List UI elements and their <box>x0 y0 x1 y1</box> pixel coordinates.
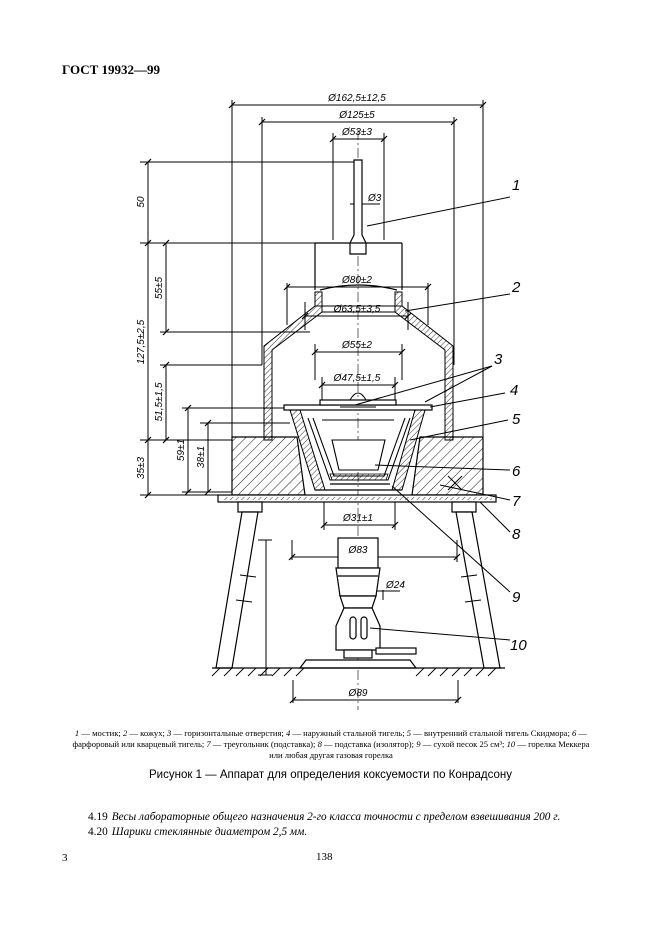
dim-d2: Ø125±5 <box>338 110 375 121</box>
leader-4: 4 <box>510 382 518 399</box>
dim-v3: 127,5±2,5 <box>136 319 147 364</box>
leader-1: 1 <box>512 177 520 194</box>
leader-7: 7 <box>512 493 521 510</box>
dim-v4: 51,5±1,5 <box>154 382 165 421</box>
dim-d7: Ø55±2 <box>341 340 372 351</box>
leader-9: 9 <box>512 589 521 606</box>
leader-2: 2 <box>511 279 521 296</box>
item-number: 4.20 <box>88 826 108 838</box>
dim-v6: 38±1 <box>196 446 207 468</box>
conradson-apparatus-figure: Ø162,5±12,5 Ø125±5 Ø53±3 Ø3 Ø80±2 Ø63,5±… <box>136 93 527 710</box>
leader-5: 5 <box>512 411 521 428</box>
page-number-left: 3 <box>62 852 68 864</box>
leader-8: 8 <box>512 526 521 543</box>
dim-d10: Ø83 <box>348 545 368 556</box>
dim-d6: Ø63,5±3,5 <box>333 304 381 315</box>
leader-3: 3 <box>494 351 503 368</box>
item-number: 4.19 <box>88 811 108 823</box>
figure-legend: 1 — мостик; 2 — кожух; 3 — горизонтальны… <box>72 728 590 760</box>
page-number-center: 138 <box>316 851 333 863</box>
dim-d3: Ø53±3 <box>341 127 372 138</box>
dim-d12: Ø89 <box>348 688 368 699</box>
dim-d4: Ø3 <box>367 193 382 204</box>
dim-d5: Ø80±2 <box>341 275 372 286</box>
document-header: ГОСТ 19932—99 <box>62 62 161 77</box>
leader-6: 6 <box>512 463 521 480</box>
dim-d8: Ø47,5±1,5 <box>333 373 381 384</box>
dim-v1: 50 <box>136 196 147 208</box>
dim-v5: 59±1 <box>176 439 187 461</box>
leader-10: 10 <box>510 637 527 654</box>
dim-d11: Ø24 <box>385 580 405 591</box>
item-text: Шарики стеклянные диаметром 2,5 мм. <box>111 826 308 838</box>
dim-d9: Ø31±1 <box>342 513 373 524</box>
item-text: Весы лабораторные общего назначения 2-го… <box>111 811 561 823</box>
figure-caption: Рисунок 1 — Аппарат для определения кокс… <box>149 769 512 781</box>
dim-v7: 35±3 <box>136 456 147 479</box>
dim-v2: 55±5 <box>154 276 165 299</box>
dim-d1: Ø162,5±12,5 <box>327 93 386 104</box>
